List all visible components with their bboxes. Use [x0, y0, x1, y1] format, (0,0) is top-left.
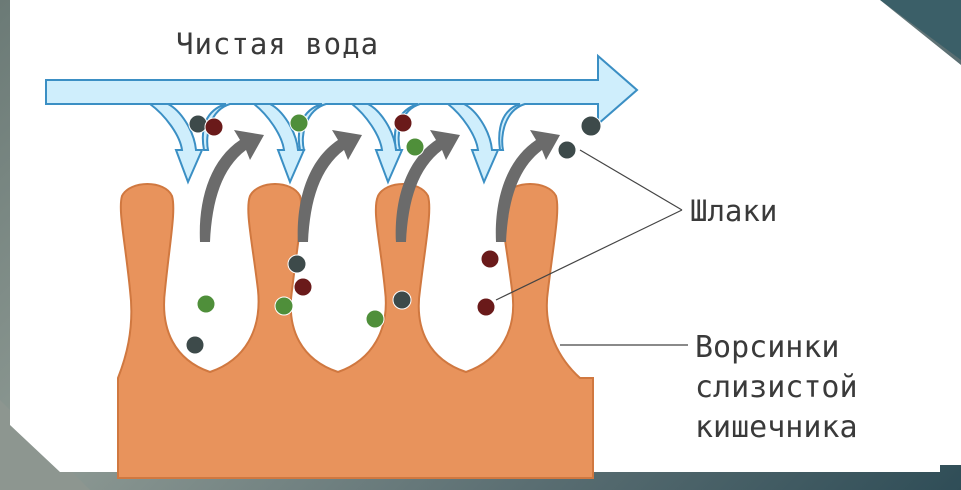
particle-red: [394, 114, 412, 132]
villi-label-line-3: кишечника: [695, 413, 858, 443]
particle-green: [366, 310, 384, 328]
particle-green: [406, 138, 424, 156]
particle-green: [290, 114, 308, 132]
particle-gray: [393, 291, 411, 309]
toxins-label: Шлаки: [690, 197, 777, 226]
particle-green: [275, 297, 293, 315]
villi-label-line-1: Ворсинки: [695, 333, 840, 363]
particle-gray: [186, 336, 204, 354]
particle-gray: [581, 116, 601, 136]
particle-red: [294, 278, 312, 296]
particle-gray: [288, 255, 306, 273]
particle-red: [205, 118, 223, 136]
clean-water-label: Чистая вода: [176, 30, 379, 59]
villi-label-line-2: слизистой: [695, 373, 858, 403]
particle-gray: [558, 141, 576, 159]
particle-green: [197, 295, 215, 313]
particle-gray: [189, 115, 207, 133]
particle-red: [481, 250, 499, 268]
particle-red: [477, 298, 495, 316]
